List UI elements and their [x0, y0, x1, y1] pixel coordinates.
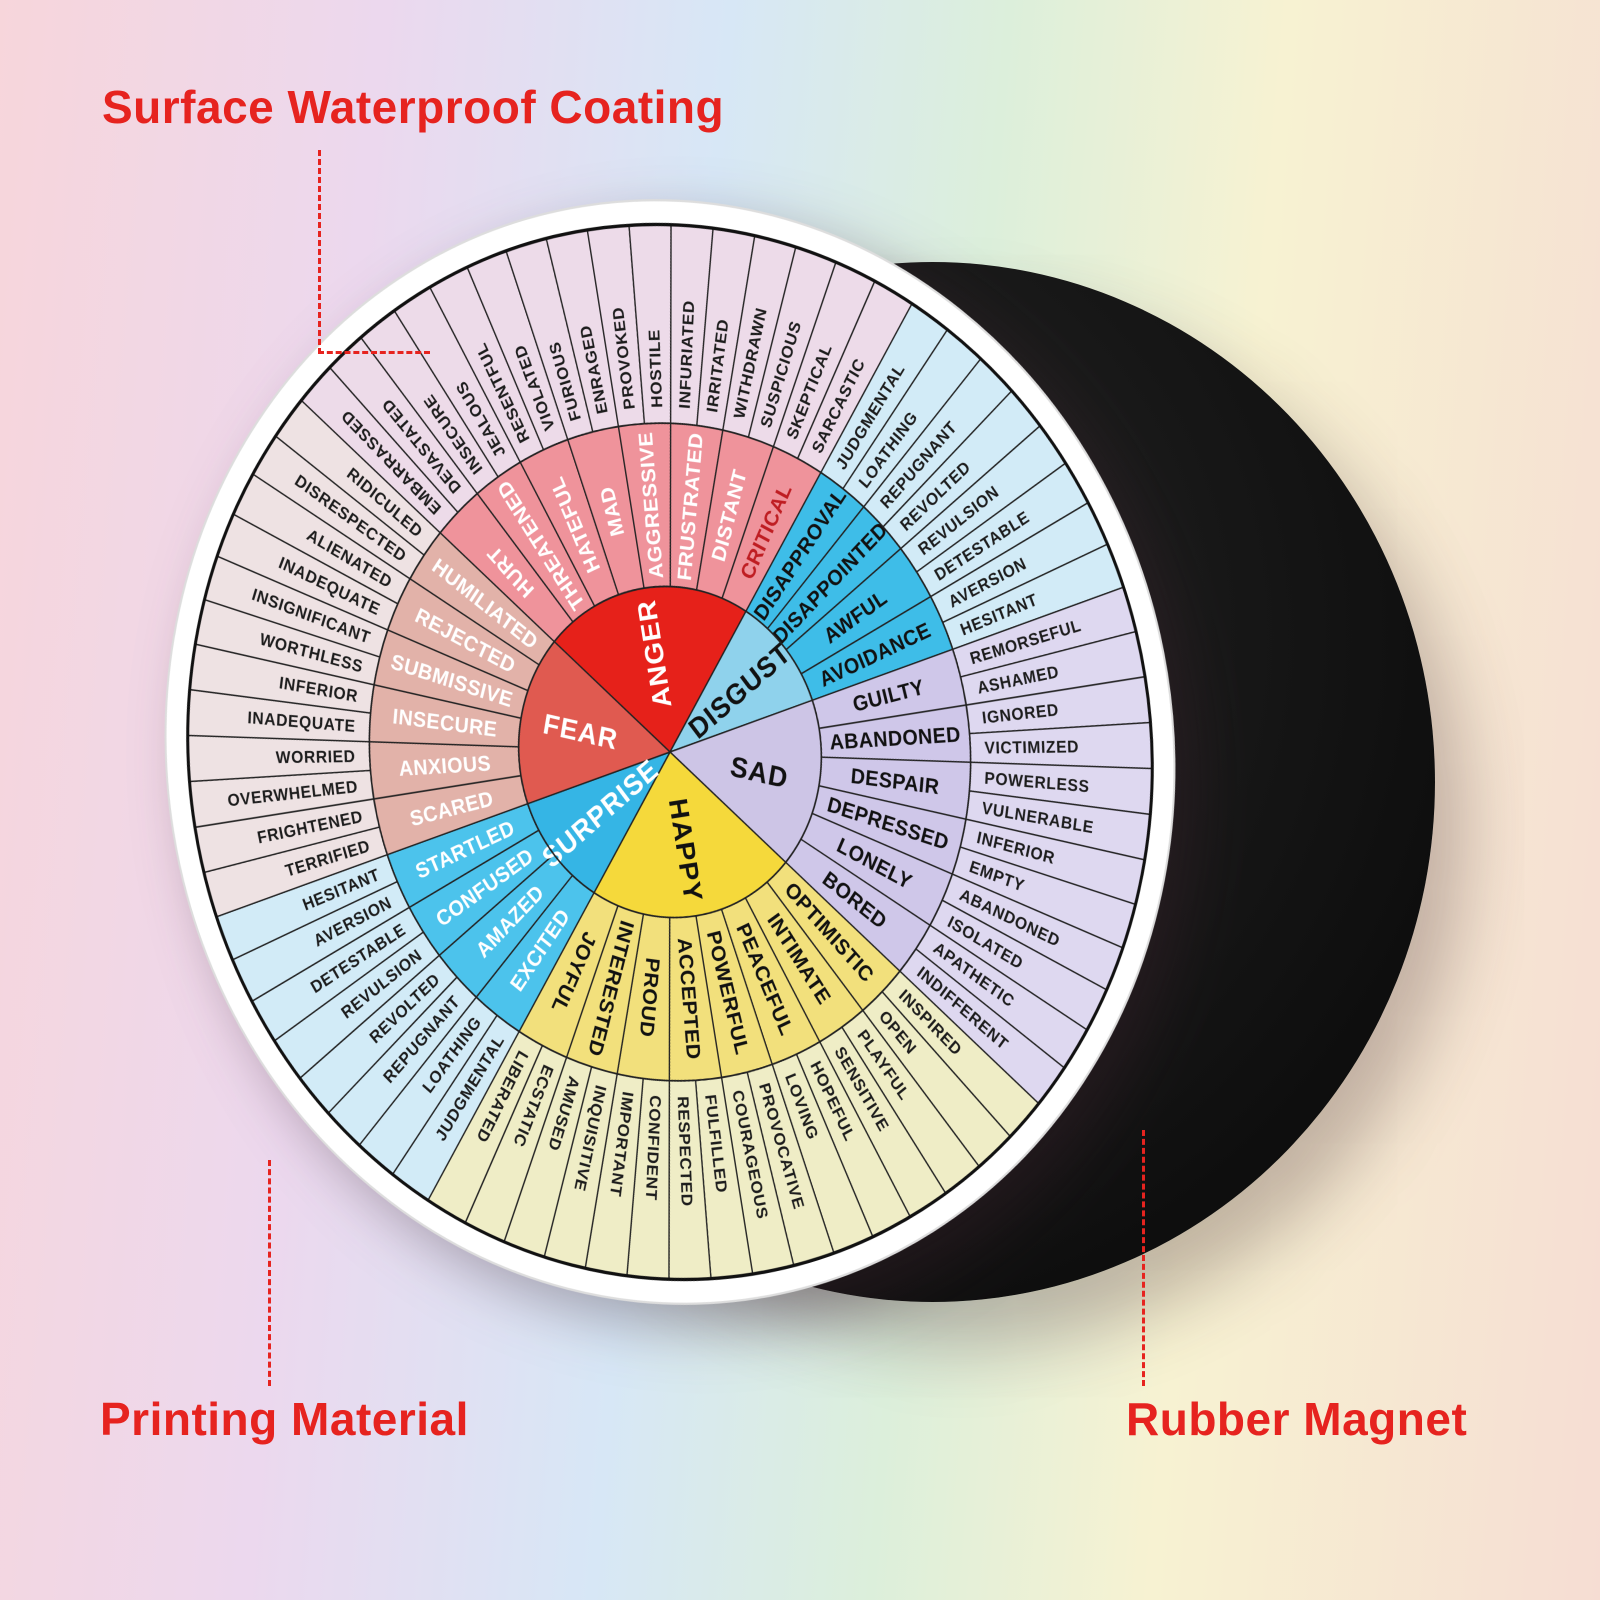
emotion-label: CONFIDENT: [642, 1095, 664, 1202]
middle-ring-border: [368, 422, 972, 1082]
emotion-label: HOSTILE: [646, 329, 666, 408]
emotion-label: ANXIOUS: [398, 752, 492, 782]
connector-printing-material: [268, 1160, 271, 1386]
connector-rubber-magnet: [1142, 1130, 1145, 1386]
core-ring-border: [517, 585, 823, 919]
outer-ring-border: [186, 222, 1154, 1282]
connector-surface-coating: [318, 150, 430, 354]
annotation-rubber-magnet: Rubber Magnet: [1126, 1393, 1468, 1445]
emotion-label: WORRIED: [275, 747, 355, 767]
emotion-label: VICTIMIZED: [984, 738, 1079, 758]
emotion-label: RESPECTED: [674, 1096, 695, 1207]
emotion-wheel-chart: EMBARRASSEDDEVASTATEDINSECUREJEALOUSRESE…: [164, 199, 1176, 1305]
annotation-printing-material: Printing Material: [100, 1393, 469, 1445]
emotion-label: INFURIATED: [676, 300, 698, 410]
annotation-surface-waterproof-coating: Surface Waterproof Coating: [102, 81, 725, 133]
